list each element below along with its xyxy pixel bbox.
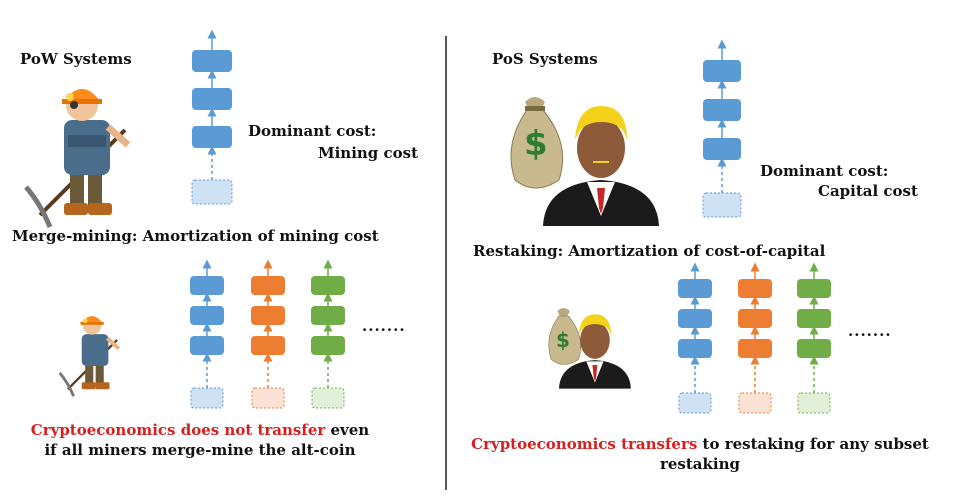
chain-right-restake-blue (678, 262, 712, 414)
businessman-icon (543, 106, 659, 226)
pow-caption-highlight: Cryptoeconomics does not transfer (30, 421, 326, 439)
pos-caption-highlight: Cryptoeconomics transfers (471, 435, 698, 453)
pos-cost-label: Dominant cost: (760, 162, 889, 180)
money-bag-icon (510, 97, 564, 189)
small-businessman-icon (558, 314, 631, 389)
pos-caption-rest: to restaking for any subset (697, 435, 929, 453)
pos-cost-value: Capital cost (818, 182, 918, 200)
pow-cost-label: Dominant cost: (248, 122, 377, 140)
chain-left-merge-blue (190, 259, 224, 409)
chain-right-restake-green (797, 262, 831, 414)
miner-icon (24, 89, 131, 228)
restaking-title: Restaking: Amortization of cost-of-capit… (473, 242, 826, 260)
dollar-sign-large: $ (524, 124, 548, 164)
pow-ellipsis: ....... (362, 317, 406, 335)
pos-heading: PoS Systems (492, 50, 598, 68)
pos-ellipsis: ....... (848, 322, 892, 340)
chain-left-merge-orange (251, 259, 285, 409)
chain-left-main (191, 29, 233, 205)
pow-caption-rest: even (325, 421, 370, 439)
pos-caption: Cryptoeconomics transfers to restaking f… (460, 434, 940, 474)
pow-heading: PoW Systems (20, 50, 132, 68)
chain-left-merge-green (311, 259, 345, 409)
pow-cost-value: Mining cost (318, 144, 419, 162)
small-miner-icon (58, 316, 121, 397)
chain-right-main (702, 39, 742, 218)
small-money-bag-icon (548, 308, 581, 365)
pos-caption-line2: restaking (659, 455, 741, 473)
dollar-sign-small: $ (556, 328, 570, 352)
pow-caption: Cryptoeconomics does not transfer even i… (20, 420, 380, 460)
pow-caption-line2: if all miners merge-mine the alt-coin (44, 441, 356, 459)
merge-mining-title: Merge-mining: Amortization of mining cos… (12, 227, 379, 245)
chain-right-restake-orange (738, 262, 772, 414)
